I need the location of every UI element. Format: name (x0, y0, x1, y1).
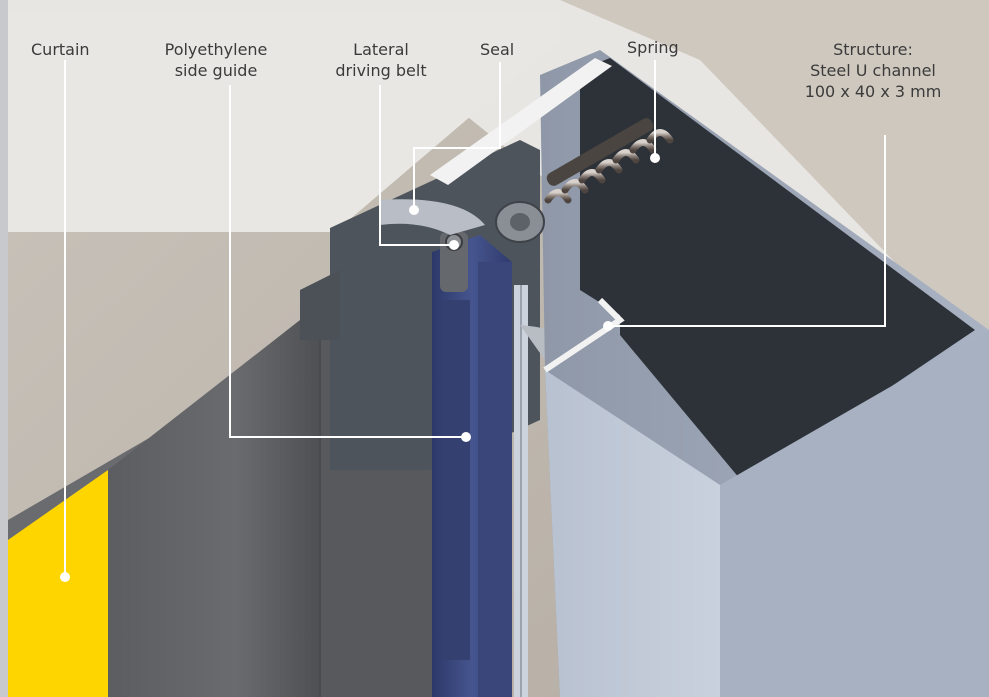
u-channel-interior (580, 58, 975, 485)
side-guide-face (478, 262, 512, 697)
left-edge-strip (0, 0, 8, 697)
callout-line-side-guide (229, 85, 466, 438)
curtain-panel (108, 320, 320, 697)
callout-line-seal (413, 62, 501, 210)
side-guide-groove (442, 300, 470, 660)
ceiling-panel (8, 14, 560, 232)
callout-line-driving-belt (379, 85, 454, 246)
curtain-yellow-band (8, 470, 108, 697)
u-channel-front-face (545, 370, 720, 697)
back-wall (560, 0, 989, 360)
u-channel-side-face (720, 330, 989, 697)
spring-assembly (495, 118, 674, 243)
u-channel-top-flange (430, 58, 612, 185)
u-channel-lip (543, 297, 625, 373)
label-polyethylene-side-guide: Polyethylene side guide (164, 40, 268, 80)
callout-dots (60, 153, 660, 582)
callout-line-structure (608, 135, 886, 327)
housing-bracket (300, 270, 340, 340)
label-spring: Spring (627, 38, 679, 57)
label-lateral-driving-belt: Lateral driving belt (335, 40, 427, 80)
seal-upper (380, 199, 485, 235)
callout-lines (64, 60, 886, 577)
label-structure: Structure: Steel U channel 100 x 40 x 3 … (804, 40, 942, 101)
label-seal: Seal (480, 40, 515, 59)
label-curtain: Curtain (31, 40, 90, 59)
